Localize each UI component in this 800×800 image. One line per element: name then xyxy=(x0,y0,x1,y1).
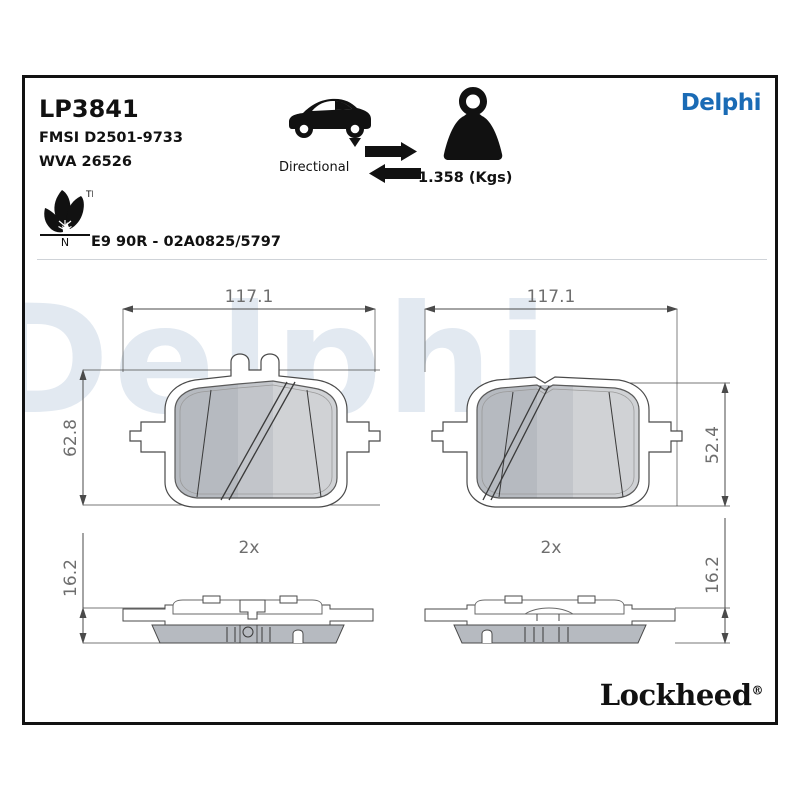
right-pad-quantity: 2x xyxy=(541,538,562,558)
registered-mark: ® xyxy=(751,683,764,698)
left-brake-pad-side-view: 2x 16.2 xyxy=(61,533,374,644)
weight-value-label: 1.358 (Kgs) xyxy=(418,170,513,186)
left-pad-quantity: 2x xyxy=(239,538,260,558)
right-pad-width-dimension: 117.1 xyxy=(527,287,576,307)
header-divider xyxy=(37,259,767,260)
weight-kettlebell-icon xyxy=(435,84,511,170)
directional-label: Directional xyxy=(279,160,350,175)
lockheed-logo-text: Lockheed xyxy=(599,678,752,712)
right-pad-height-dimension: 52.4 xyxy=(703,426,723,464)
page-title-part-number: LP3841 xyxy=(39,95,139,123)
right-brake-pad-top-view: 117.1 52.4 xyxy=(424,287,730,508)
fmsi-code: FMSI D2501-9733 xyxy=(39,130,183,146)
left-pad-thickness-dimension: 16.2 xyxy=(61,559,81,597)
left-pad-width-dimension: 117.1 xyxy=(225,287,274,307)
directional-arrows-icon xyxy=(365,142,421,190)
brake-pad-drawings: 117.1 62.8 xyxy=(61,287,730,644)
eco-letter-n: N xyxy=(61,236,69,248)
drawing-frame: Delphi LP3841 FMSI D2501-9733 WVA 26526 … xyxy=(22,75,778,725)
right-pad-thickness-dimension: 16.2 xyxy=(703,556,723,594)
eco-leaf-icon: N TM xyxy=(37,186,99,252)
lockheed-logo: Lockheed® xyxy=(599,678,764,712)
left-pad-height-dimension: 62.8 xyxy=(61,419,81,457)
left-brake-pad-top-view: 117.1 62.8 xyxy=(61,287,381,508)
ece-approval-code: E9 90R - 02A0825/5797 xyxy=(91,234,281,250)
delphi-logo: Delphi xyxy=(680,90,762,116)
wva-code: WVA 26526 xyxy=(39,154,132,170)
car-rear-axle-icon xyxy=(283,88,375,152)
trademark-symbol: TM xyxy=(85,190,93,200)
right-brake-pad-side-view: 2x 16.2 xyxy=(424,518,730,644)
